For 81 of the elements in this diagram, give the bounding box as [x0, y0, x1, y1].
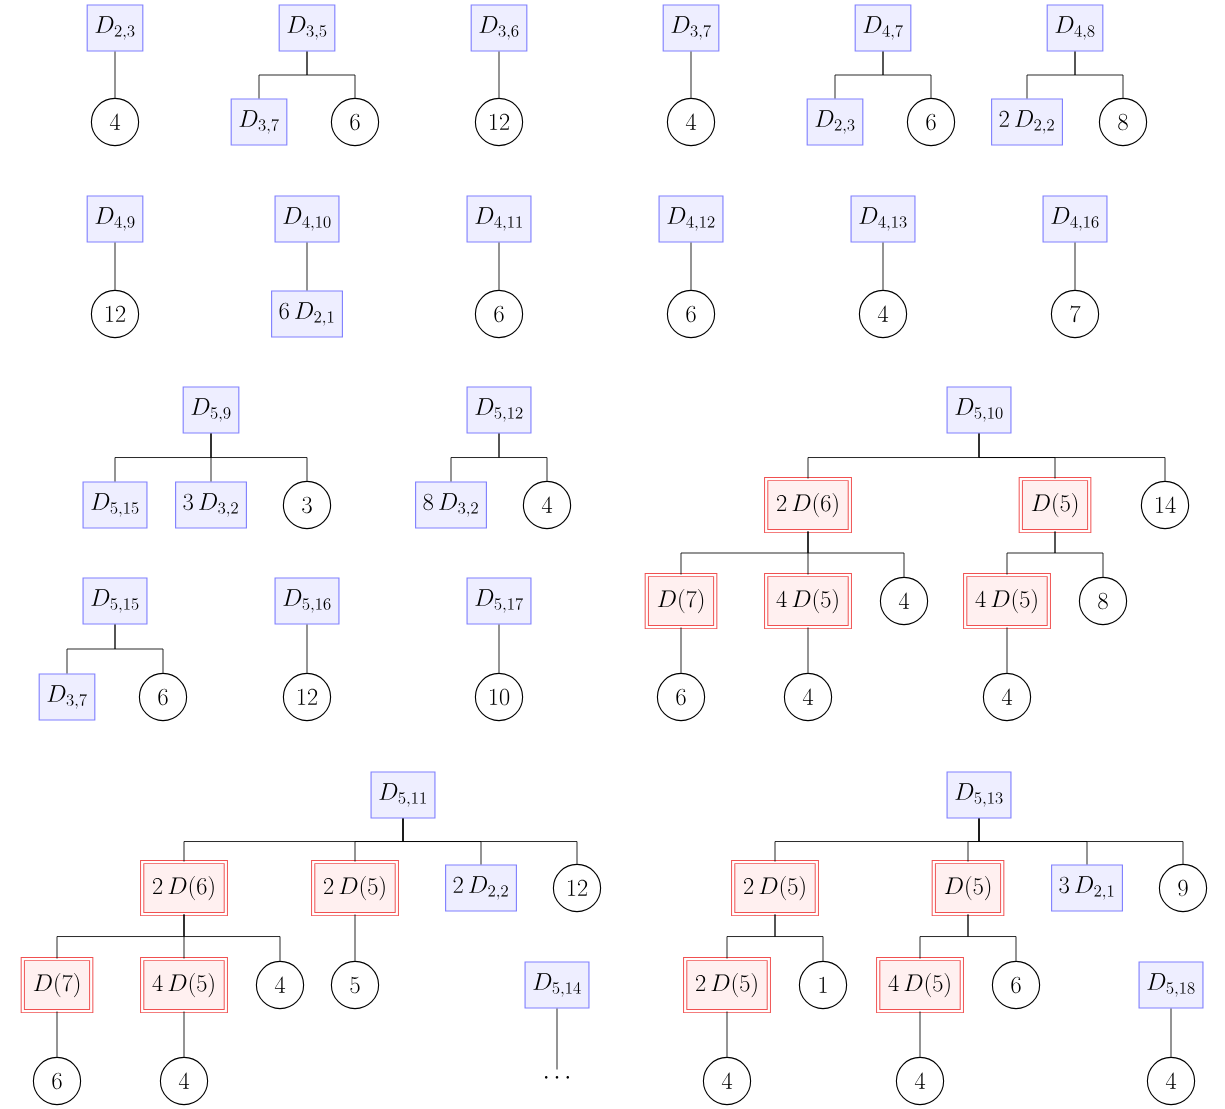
- variable-box: $D_{5,16}$: [274, 577, 340, 625]
- tree-connector: [726, 1011, 728, 1058]
- tree-connector: [1054, 531, 1104, 578]
- tree-connector: [56, 1011, 58, 1058]
- variable-box: $D_{3,7}$: [38, 673, 96, 721]
- tree-connector: [807, 627, 809, 674]
- tree-connector: [306, 51, 356, 99]
- variable-box: $2\,D_{2,2}$: [991, 98, 1063, 146]
- variable-box: $D_{5,18}$: [1138, 961, 1204, 1009]
- term-box: $4\,D(5)$: [764, 572, 852, 630]
- variable-box: $D_{5,15}$: [82, 481, 148, 529]
- term-box: $4\,D(5)$: [140, 956, 228, 1014]
- variable-box: $6\,D_{2,1}$: [271, 290, 343, 338]
- variable-box: $D_{4,10}$: [274, 195, 340, 243]
- variable-box: $D_{5,13}$: [946, 771, 1012, 819]
- tree-connector: [978, 433, 1166, 482]
- ellipsis: $\cdots$: [544, 1076, 570, 1079]
- term-box: $D(5)$: [1018, 476, 1092, 534]
- variable-box: $D_{3,5}$: [278, 4, 336, 52]
- tree-connector: [1074, 242, 1076, 291]
- variable-box: $D_{5,10}$: [946, 386, 1012, 434]
- variable-box: $D_{5,12}$: [466, 386, 532, 434]
- variable-box: $8\,D_{3,2}$: [415, 481, 487, 529]
- variable-box: $D_{4,9}$: [86, 195, 144, 243]
- variable-box: $D_{4,13}$: [850, 195, 916, 243]
- tree-connector: [1170, 1008, 1172, 1058]
- variable-box: $D_{5,17}$: [466, 577, 532, 625]
- tree-connector: [354, 914, 356, 962]
- variable-box: $D_{4,7}$: [854, 4, 912, 52]
- tree-connector: [498, 624, 500, 674]
- tree-connector: [498, 242, 500, 291]
- variable-box: $D_{5,11}$: [370, 771, 436, 819]
- variable-box: $D_{5,15}$: [82, 577, 148, 625]
- term-box: $2\,D(6)$: [764, 476, 852, 534]
- tree-connector: [978, 818, 1184, 865]
- term-box: $D(7)$: [644, 572, 718, 630]
- tree-connector: [774, 914, 824, 962]
- variable-box: $D_{3,7}$: [230, 98, 288, 146]
- tree-connector: [882, 51, 932, 99]
- tree-connector: [210, 433, 308, 482]
- tree-connector: [882, 242, 884, 291]
- variable-box: $D_{2,3}$: [86, 4, 144, 52]
- tree-connector: [114, 51, 116, 99]
- variable-box: $D_{4,11}$: [466, 195, 532, 243]
- tree-connector: [690, 242, 692, 291]
- tree-connector: [1074, 51, 1124, 99]
- term-box: $2\,D(5)$: [683, 956, 771, 1014]
- term-box: $2\,D(6)$: [140, 859, 228, 917]
- tree-connector: [306, 242, 308, 291]
- term-box: $D(7)$: [20, 956, 94, 1014]
- tree-connector: [402, 818, 578, 865]
- tree-connector: [556, 1008, 558, 1070]
- variable-box: $2\,D_{2,2}$: [445, 864, 517, 912]
- tree-connector: [183, 914, 281, 962]
- tree-connector: [1006, 627, 1008, 674]
- tree-connector: [114, 624, 164, 674]
- term-box: $D(5)$: [931, 859, 1005, 917]
- tree-connector: [680, 627, 682, 674]
- tree-connector: [498, 433, 548, 482]
- tree-connector: [498, 51, 500, 99]
- tree-connector: [306, 624, 308, 674]
- tree-connector: [690, 51, 692, 99]
- tree-connector: [114, 242, 116, 291]
- variable-box: $D_{4,8}$: [1046, 4, 1104, 52]
- variable-box: $D_{3,7}$: [662, 4, 720, 52]
- term-box: $2\,D(5)$: [311, 859, 399, 917]
- term-box: $4\,D(5)$: [963, 572, 1051, 630]
- tree-connector: [919, 1011, 921, 1058]
- variable-box: $D_{2,3}$: [806, 98, 864, 146]
- term-box: $4\,D(5)$: [876, 956, 964, 1014]
- tree-connector: [967, 914, 1017, 962]
- variable-box: $D_{5,14}$: [524, 961, 590, 1009]
- variable-box: $3\,D_{3,2}$: [175, 481, 247, 529]
- variable-box: $D_{3,6}$: [470, 4, 528, 52]
- variable-box: $3\,D_{2,1}$: [1051, 864, 1123, 912]
- term-box: $2\,D(5)$: [731, 859, 819, 917]
- tree-connector: [183, 1011, 185, 1058]
- variable-box: $D_{4,16}$: [1042, 195, 1108, 243]
- variable-box: $D_{4,12}$: [658, 195, 724, 243]
- tree-connector: [807, 531, 905, 578]
- variable-box: $D_{5,9}$: [182, 386, 240, 434]
